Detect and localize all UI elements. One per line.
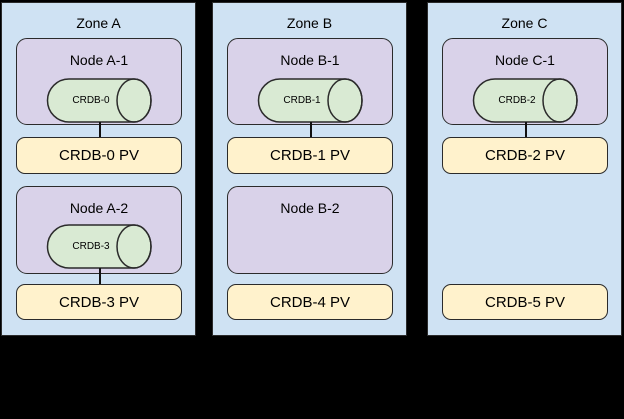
connector-node-a2-pv xyxy=(98,268,101,285)
pv-crdb-0: CRDB-0 PV xyxy=(16,137,182,174)
cylinder-shape-icon xyxy=(46,224,152,269)
crdb-0-pod-cylinder: CRDB-0 xyxy=(46,78,153,123)
connector-node-a1-pv xyxy=(98,122,101,138)
crdb-1-pod-cylinder: CRDB-1 xyxy=(257,78,364,123)
node-b-2: Node B-2 xyxy=(227,186,393,274)
zone-b-title: Zone B xyxy=(286,15,333,31)
crdb-3-pod-cylinder: CRDB-3 xyxy=(46,224,153,269)
zone-a: Zone A Node A-1 CRDB-0 CRDB-0 PV Node A-… xyxy=(1,2,196,336)
crdb-1-pod-label: CRDB-1 xyxy=(283,95,321,106)
pv-crdb-2: CRDB-2 PV xyxy=(442,137,608,174)
pv-crdb-2-label: CRDB-2 PV xyxy=(484,147,566,164)
connector-node-b1-pv xyxy=(309,122,312,138)
pv-crdb-5-label: CRDB-5 PV xyxy=(484,293,566,311)
cylinder-shape-icon xyxy=(257,78,363,123)
pv-crdb-0-label: CRDB-0 PV xyxy=(58,147,140,164)
node-b-1-title: Node B-1 xyxy=(280,52,340,68)
pv-crdb-4-label: CRDB-4 PV xyxy=(269,293,351,311)
node-b-2-title: Node B-2 xyxy=(280,200,340,216)
node-a-2-title: Node A-2 xyxy=(69,200,129,216)
pv-crdb-4: CRDB-4 PV xyxy=(227,284,393,320)
node-c-1-title: Node C-1 xyxy=(495,52,555,68)
cylinder-shape-icon xyxy=(472,78,578,123)
cylinder-shape-icon xyxy=(46,78,152,123)
pv-crdb-5: CRDB-5 PV xyxy=(442,284,608,320)
zone-c-title: Zone C xyxy=(501,15,548,31)
crdb-2-pod-label: CRDB-2 xyxy=(498,95,536,106)
crdb-3-pod-label: CRDB-3 xyxy=(72,241,110,252)
zone-b: Zone B Node B-1 CRDB-1 CRDB-1 PV Node B-… xyxy=(212,2,407,336)
crdb-0-pod-label: CRDB-0 xyxy=(72,95,110,106)
pv-crdb-1: CRDB-1 PV xyxy=(227,137,393,174)
pv-crdb-3-label: CRDB-3 PV xyxy=(58,293,140,311)
zone-a-title: Zone A xyxy=(76,15,121,31)
crdb-2-pod-cylinder: CRDB-2 xyxy=(472,78,579,123)
pv-crdb-3: CRDB-3 PV xyxy=(16,284,182,320)
pv-crdb-1-label: CRDB-1 PV xyxy=(269,147,351,164)
node-a-1-title: Node A-1 xyxy=(69,52,129,68)
connector-node-c1-pv xyxy=(524,122,527,138)
zone-c: Zone C Node C-1 CRDB-2 CRDB-2 PV CRDB-5 … xyxy=(427,2,622,336)
